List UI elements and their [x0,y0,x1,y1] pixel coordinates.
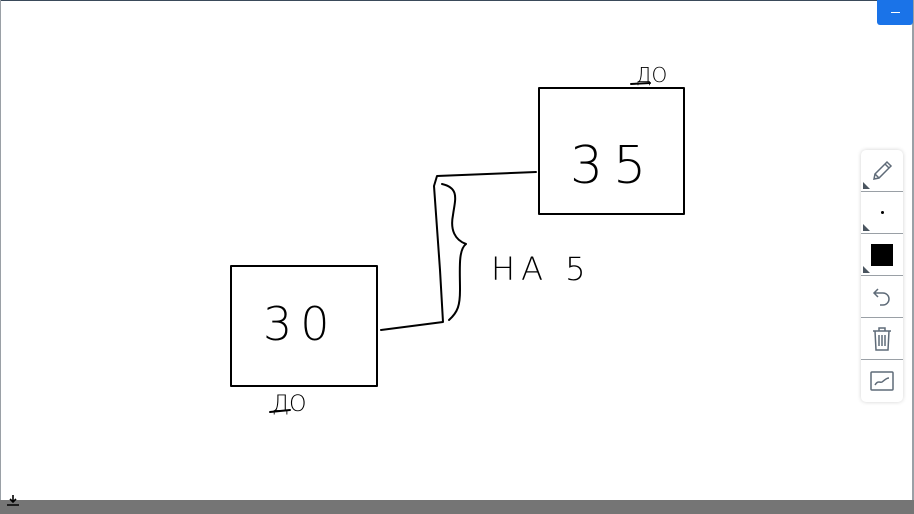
box-top [538,87,685,215]
underline-bottom [269,409,291,413]
difference-label: НА 5 [491,250,591,288]
window-right-border [912,0,914,500]
expand-corner-icon [863,182,870,189]
drawing-toolbar [861,150,903,402]
pencil-icon [873,160,893,180]
underline-top [630,82,651,85]
window-top-border [0,0,914,1]
undo-icon [872,287,890,306]
trash-icon [873,326,891,351]
expand-corner-icon [863,224,870,231]
connector-line [380,171,537,331]
chart-line-icon [870,370,894,391]
box-bottom [230,265,378,387]
minimize-button[interactable] [877,0,913,25]
curly-brace [441,183,467,321]
stroke-size-button[interactable] [861,192,903,234]
undo-button[interactable] [861,276,903,318]
bottom-bar [0,495,914,514]
download-icon[interactable] [6,494,20,508]
color-button[interactable] [861,234,903,276]
window-left-border [0,0,1,500]
shape-recognition-button[interactable] [861,360,903,401]
pencil-tool-button[interactable] [861,150,903,192]
dot-icon [880,211,884,214]
label-top: ДО [636,63,667,87]
box-top-value: 35 [570,136,656,196]
minimize-icon [890,11,900,14]
box-bottom-value: 30 [263,297,338,351]
expand-corner-icon [863,266,870,273]
label-bottom: ДО [272,392,306,417]
drawing-canvas[interactable]: 35 30 ДО ДО НА 5 [0,0,914,500]
color-swatch [871,243,893,266]
clear-button[interactable] [861,318,903,360]
